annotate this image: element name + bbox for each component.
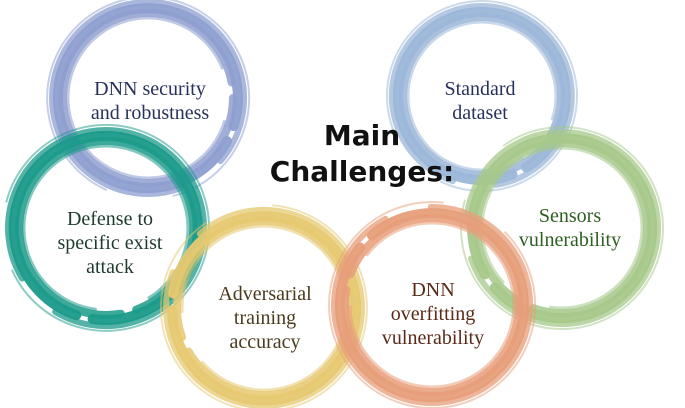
ring-stroke xyxy=(331,203,534,406)
ring-stroke xyxy=(467,133,658,324)
ring-stroke xyxy=(46,0,251,197)
label-sensors: Sensors vulnerability xyxy=(518,205,622,251)
ring-dnn-security xyxy=(46,0,251,197)
ring-stroke xyxy=(5,123,210,332)
ring-stroke xyxy=(348,221,516,389)
ring-stroke xyxy=(163,206,366,408)
label-defense-attack: Defense to specific exist attack xyxy=(57,208,163,278)
ring-stroke xyxy=(167,211,361,406)
ring-stroke xyxy=(328,201,537,408)
label-dnn-security: DNN security and robustness xyxy=(90,78,210,124)
ring-overfitting xyxy=(328,201,537,408)
ring-stroke xyxy=(392,7,571,186)
ring-stroke xyxy=(52,3,243,194)
label-adversarial: Adversarial training accuracy xyxy=(218,283,312,353)
ring-stroke xyxy=(460,126,664,330)
ring-stroke xyxy=(340,214,523,397)
label-standard-dataset: Standard dataset xyxy=(444,78,516,124)
ring-stroke xyxy=(386,0,578,192)
main-title: Main Challenges: xyxy=(269,119,455,188)
ring-stroke xyxy=(480,146,644,310)
label-overfitting: DNN overfitting vulnerability xyxy=(381,279,485,349)
ring-stroke xyxy=(49,0,247,197)
ring-stroke xyxy=(334,208,529,403)
ring-stroke xyxy=(406,20,558,172)
ring-stroke xyxy=(5,127,208,329)
